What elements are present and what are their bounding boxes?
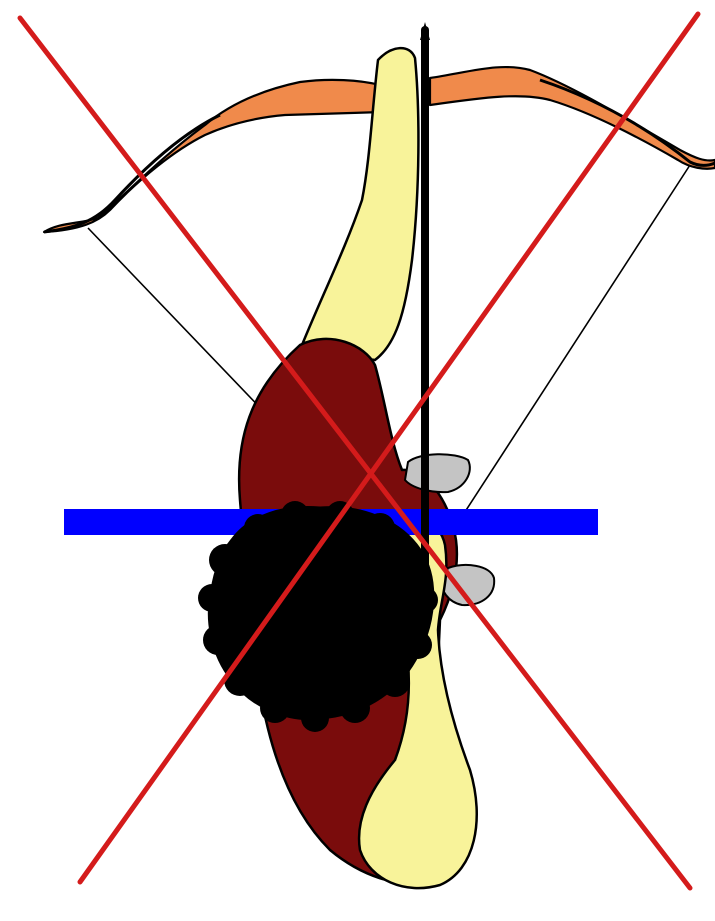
bow-limb-right <box>430 67 715 169</box>
bow-string-right <box>448 165 690 538</box>
finger-upper <box>405 454 470 492</box>
arrow <box>420 22 430 600</box>
bow-limb-left <box>44 80 382 232</box>
